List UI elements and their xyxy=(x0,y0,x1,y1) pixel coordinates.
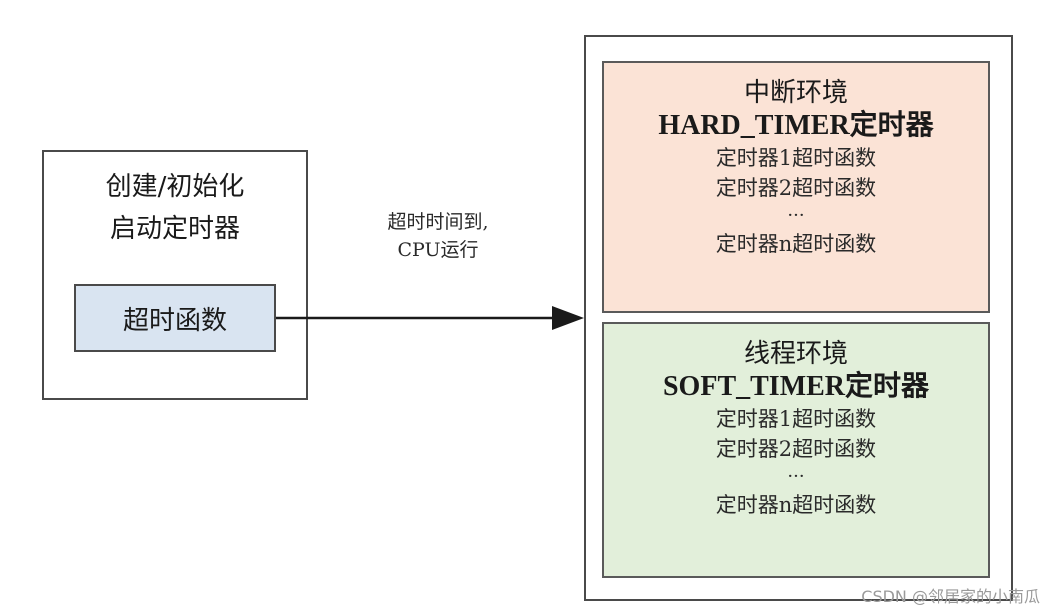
create-init-label: 创建/初始化 xyxy=(105,172,245,202)
hard-timer-title: HARD_TIMER定时器 xyxy=(658,110,934,141)
hard-timer-func-2: 定时器2超时函数 xyxy=(715,176,877,200)
arrow-head xyxy=(552,306,584,330)
timeout-function-box: 超时函数 xyxy=(74,284,276,352)
soft-timer-ellipsis: ··· xyxy=(787,466,805,487)
hard-timer-environment: 中断环境 HARD_TIMER定时器 定时器1超时函数 定时器2超时函数 ···… xyxy=(602,61,990,313)
thread-env-title: 线程环境 xyxy=(743,339,848,369)
arrow-label-line1: 超时时间到, xyxy=(387,211,489,233)
soft-timer-func-2: 定时器2超时函数 xyxy=(715,437,877,461)
watermark: CSDN @邻居家的小南瓜 xyxy=(861,587,1040,606)
hard-timer-func-1: 定时器1超时函数 xyxy=(715,146,877,170)
interrupt-env-title: 中断环境 xyxy=(743,78,848,108)
hard-timer-ellipsis: ··· xyxy=(787,205,805,226)
arrow-label-line2: CPU运行 xyxy=(397,239,479,261)
soft-timer-func-1: 定时器1超时函数 xyxy=(715,407,877,431)
hard-timer-func-n: 定时器n超时函数 xyxy=(715,232,877,256)
soft-timer-title: SOFT_TIMER定时器 xyxy=(662,371,930,402)
create-init-box: 创建/初始化 启动定时器 xyxy=(42,150,308,400)
start-timer-label: 启动定时器 xyxy=(109,214,240,244)
soft-timer-func-n: 定时器n超时函数 xyxy=(715,493,877,517)
arrow-label: 超时时间到, CPU运行 xyxy=(348,208,528,264)
soft-timer-environment: 线程环境 SOFT_TIMER定时器 定时器1超时函数 定时器2超时函数 ···… xyxy=(602,322,990,578)
